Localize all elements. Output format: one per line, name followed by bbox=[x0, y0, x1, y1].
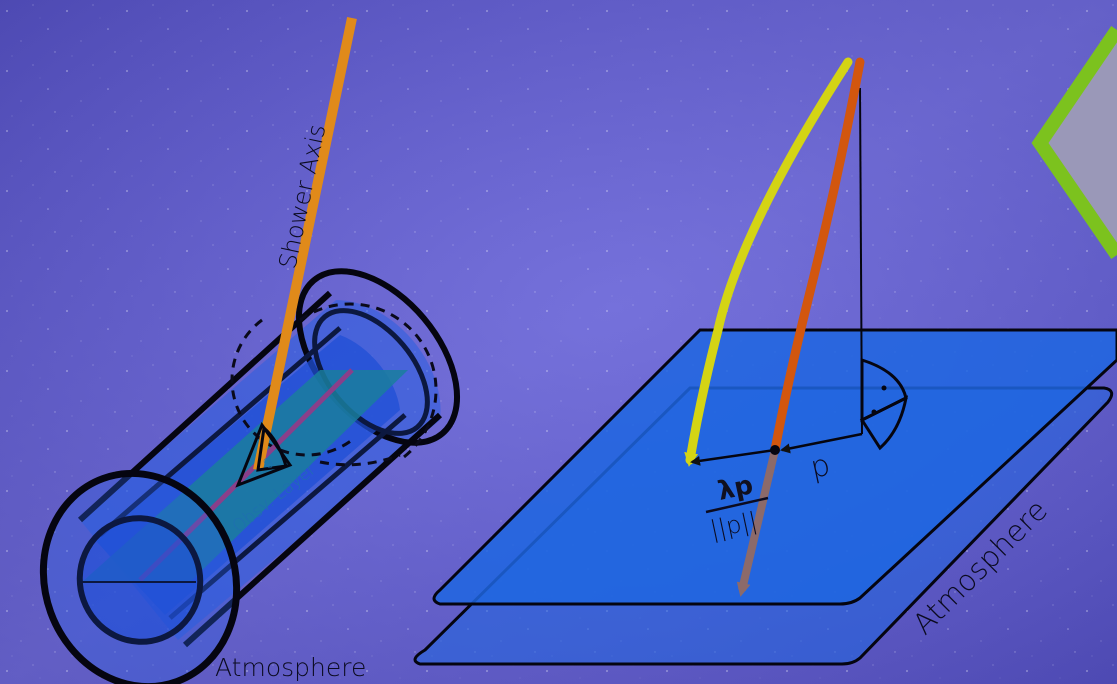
plane-diagram: p λp ||p|| Atmosphere bbox=[413, 57, 1117, 666]
p-vector-arrow bbox=[780, 432, 863, 454]
dashed-sphere-arc-left bbox=[230, 318, 353, 457]
lambda-p-vector-arrow bbox=[690, 448, 776, 466]
dashed-sphere-arc-bottom bbox=[319, 453, 401, 467]
lambda-numerator-label: λp bbox=[715, 470, 756, 507]
angle-triangle-outline bbox=[235, 421, 293, 488]
fraction-bar bbox=[705, 496, 769, 514]
upper-plane bbox=[432, 328, 1117, 606]
shower-axis-line bbox=[253, 16, 357, 472]
outer-cylinder-bottom-edge bbox=[182, 412, 443, 648]
intersection-point bbox=[770, 445, 780, 455]
yellow-curved-track bbox=[684, 57, 853, 467]
right-angle-dot-2 bbox=[881, 385, 887, 391]
green-frame-fragment bbox=[1031, 26, 1117, 259]
inner-cylinder-near-rim bbox=[76, 515, 204, 645]
cylinder-diagram: Shower Axis Obsv. Layer θ Atmosphere bbox=[39, 16, 461, 684]
left-atmosphere-label: Atmosphere bbox=[215, 653, 366, 682]
right-angle-dot bbox=[871, 409, 877, 415]
inner-cylinder-top-edge bbox=[98, 326, 342, 537]
inner-cylinder-bottom-edge bbox=[168, 413, 407, 620]
extension-track bbox=[736, 449, 779, 597]
right-angle-marker-lower bbox=[859, 395, 909, 451]
orange-curved-track bbox=[770, 57, 865, 455]
dashed-sphere-arc-right bbox=[299, 302, 438, 462]
